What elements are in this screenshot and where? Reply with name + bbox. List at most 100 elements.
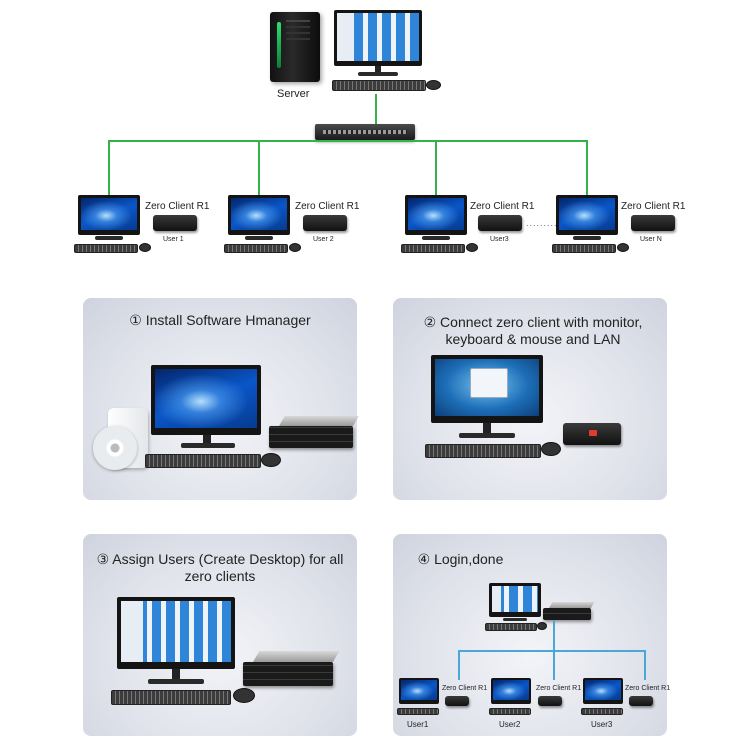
network-bus [108, 140, 586, 142]
step-2-panel: ② Connect zero client with monitor, keyb… [393, 298, 667, 500]
admin-monitor [334, 10, 422, 66]
server-uplink [375, 94, 377, 124]
zero-client-label: Zero Client R1 [295, 201, 360, 212]
user-label: User3 [591, 720, 613, 729]
zero-client-label: Zero Client R1 [145, 201, 210, 212]
mouse [541, 442, 561, 456]
admin-mouse [426, 80, 441, 90]
admin-monitor-base [358, 72, 398, 76]
drop-2 [258, 140, 260, 196]
zero-client-label: Zero Client R1 [442, 685, 488, 692]
client-monitor-base [245, 236, 273, 240]
step-4-title: ④ Login,done [417, 551, 504, 567]
user-label: User N [640, 236, 662, 243]
client-keyboard [224, 244, 288, 253]
client-monitor [583, 678, 623, 704]
client-keyboard [489, 708, 531, 715]
rack-server [543, 608, 591, 620]
more-clients-ellipsis: .......... [526, 218, 562, 228]
client-monitor [399, 678, 439, 704]
drop-2 [553, 650, 555, 680]
mouse [261, 453, 281, 467]
client-keyboard [397, 708, 439, 715]
zero-client-led [589, 430, 597, 436]
admin-monitor-stand [375, 66, 381, 72]
monitor-stand [172, 669, 180, 679]
user-label: User3 [490, 236, 509, 243]
client-monitor-base [95, 236, 123, 240]
client-monitor-base [573, 236, 601, 240]
monitor-base [181, 443, 235, 448]
step-3-title: ③ Assign Users (Create Desktop) for all … [96, 551, 344, 584]
zero-client-box [478, 215, 522, 231]
drop-4 [586, 140, 588, 196]
rack-server-top [549, 602, 595, 608]
server-tower [270, 12, 320, 82]
network-switch [315, 124, 415, 140]
server-monitor-base [503, 618, 527, 621]
step-3-panel: ③ Assign Users (Create Desktop) for all … [83, 534, 357, 736]
drop-3 [435, 140, 437, 196]
zero-client-box [445, 696, 469, 706]
user-label: User2 [499, 720, 521, 729]
zero-client-label: Zero Client R1 [621, 201, 686, 212]
step-4-panel: ④ Login,done Zero Client R1 User1 Zero C… [393, 534, 671, 736]
rack-server-top [279, 416, 359, 426]
software-disc-icon [93, 426, 137, 470]
mouse [233, 688, 255, 703]
step-1-title: ① Install Software Hmanager [129, 312, 311, 328]
client-monitor-base [422, 236, 450, 240]
network-bus [458, 650, 646, 652]
zero-client-box [303, 215, 347, 231]
monitor [117, 597, 235, 669]
client-monitor [556, 195, 618, 235]
client-keyboard [74, 244, 138, 253]
client-monitor [228, 195, 290, 235]
monitor-stand [483, 423, 491, 433]
rack-server-top [253, 651, 340, 662]
client-monitor [405, 195, 467, 235]
uplink-line [553, 620, 555, 650]
client-mouse [139, 243, 151, 252]
zero-client-box [631, 215, 675, 231]
client-keyboard [552, 244, 616, 253]
user-label: User 1 [163, 236, 184, 243]
zero-client-box [538, 696, 562, 706]
client-keyboard [401, 244, 465, 253]
monitor-stand [203, 435, 211, 443]
drop-1 [108, 140, 110, 196]
rack-server [243, 662, 333, 686]
server-label: Server [277, 88, 310, 100]
client-mouse [466, 243, 478, 252]
drop-1 [458, 650, 460, 680]
drop-3 [644, 650, 646, 680]
zero-client-box [629, 696, 653, 706]
client-mouse [289, 243, 301, 252]
server-mouse [537, 622, 547, 630]
step-1-panel: ① Install Software Hmanager [83, 298, 359, 500]
keyboard [145, 454, 261, 468]
monitor [151, 365, 261, 435]
server-monitor [489, 583, 541, 617]
zero-client-label: Zero Client R1 [470, 201, 535, 212]
step-2-title: ② Connect zero client with monitor, keyb… [423, 314, 643, 347]
user-label: User 2 [313, 236, 334, 243]
zero-client-box [153, 215, 197, 231]
zero-client-label: Zero Client R1 [536, 685, 582, 692]
client-keyboard [581, 708, 623, 715]
monitor-base [459, 433, 515, 438]
network-diagram: Server Zero Client R1 User 1 Zero Client… [0, 0, 750, 270]
app-login-window [471, 369, 507, 397]
admin-keyboard [332, 80, 426, 91]
keyboard [111, 690, 231, 705]
monitor [431, 355, 543, 423]
user-label: User1 [407, 720, 429, 729]
client-mouse [617, 243, 629, 252]
monitor-base [148, 679, 204, 684]
client-monitor [491, 678, 531, 704]
server-keyboard [485, 623, 537, 631]
zero-client-label: Zero Client R1 [625, 685, 671, 692]
rack-server [269, 426, 353, 448]
keyboard [425, 444, 541, 458]
client-monitor [78, 195, 140, 235]
